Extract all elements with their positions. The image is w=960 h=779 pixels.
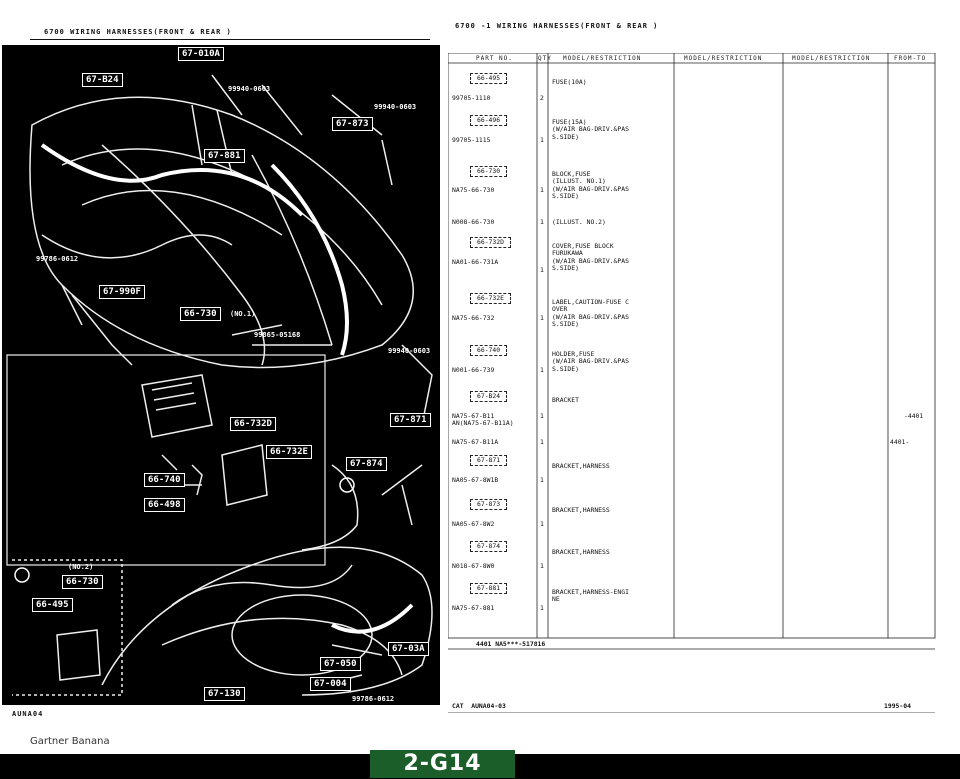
row-ref: 66-496 — [470, 115, 508, 127]
row-desc: HOLDER,FUSE (W/AIR BAG-DRIV.&PAS S.SIDE) — [552, 350, 629, 373]
row-qty: 1 — [540, 366, 544, 374]
ref-box-67-871: 67-871 — [390, 413, 431, 427]
row-qty: 1 — [540, 604, 544, 612]
bolt-label-6: 99786-0612 — [352, 695, 395, 703]
bolt-label-2: 99940-0603 — [374, 103, 417, 111]
row-part-no: 99705-1115 — [452, 136, 491, 144]
row-qty: 2 — [540, 94, 544, 102]
row-ref: 67-881 — [470, 583, 508, 595]
ref-box-66-730: 66-730 — [180, 307, 221, 321]
row-qty: 1 — [540, 476, 544, 484]
row-desc: BRACKET — [552, 396, 579, 404]
row-part-no: NA05-67-8W1B — [452, 476, 499, 484]
row-from-to: 4401- — [890, 438, 910, 446]
ref-box-67-990f: 67-990F — [99, 285, 145, 299]
row-qty: 1 — [540, 520, 544, 528]
row-desc: BRACKET,HARNESS — [552, 462, 610, 470]
table-grid — [448, 53, 936, 713]
row-ref: 66-495 — [470, 73, 508, 85]
illust-no2-label: (NO.2) — [68, 563, 94, 571]
row-part-no: N018-67-8W0 — [452, 562, 495, 570]
row-qty: 1 — [540, 186, 544, 194]
row-desc: (ILLUST. NO.2) — [552, 218, 606, 226]
page-number-badge: 2-G14 — [370, 750, 515, 778]
col-qty: QTY — [538, 55, 552, 62]
ref-box-66-730-no2: 66-730 — [62, 575, 103, 589]
row-part-no: NA75-67-B11 AN(NA75-67-B11A) — [452, 412, 514, 428]
ref-box-67-050: 67-050 — [320, 657, 361, 671]
row-part-no: 99705-1110 — [452, 94, 491, 102]
row-part-no: NA75-66-732 — [452, 314, 495, 322]
footer-credit: Gartner Banana — [30, 736, 110, 747]
col-model-1: MODEL/RESTRICTION — [563, 55, 642, 62]
row-part-no: NA05-67-8W2 — [452, 520, 495, 528]
row-desc: COVER,FUSE BLOCK FURUKAWA (W/AIR BAG-DRI… — [552, 242, 629, 273]
ref-box-66-498: 66-498 — [144, 498, 185, 512]
header-rule — [30, 39, 430, 40]
row-qty: 1 — [540, 218, 544, 226]
issue-date: 1995-04 — [884, 702, 911, 710]
row-part-no: NA75-67-881 — [452, 604, 495, 612]
row-ref: 67-873 — [470, 499, 508, 511]
row-qty: 1 — [540, 562, 544, 570]
row-qty: 1 — [540, 438, 544, 446]
row-desc: FUSE(10A) — [552, 78, 587, 86]
row-desc: BRACKET,HARNESS — [552, 548, 610, 556]
row-desc: BRACKET,HARNESS — [552, 506, 610, 514]
bolt-label-5: 99940-0603 — [388, 347, 431, 355]
ref-box-66-732e: 66-732E — [266, 445, 312, 459]
col-model-3: MODEL/RESTRICTION — [792, 55, 871, 62]
row-ref: 66-730 — [470, 166, 508, 178]
ref-box-67-874: 67-874 — [346, 457, 387, 471]
bolt-label-4: 99865-05168 — [254, 331, 301, 339]
ref-box-67-881: 67-881 — [204, 149, 245, 163]
ref-box-66-740: 66-740 — [144, 473, 185, 487]
row-from-to: -4401 — [904, 412, 924, 420]
catalog-code-right: CAT AUNA04-03 — [452, 702, 506, 710]
row-part-no: N008-66-730 — [452, 218, 495, 226]
col-model-2: MODEL/RESTRICTION — [684, 55, 763, 62]
row-ref: 67-871 — [470, 455, 508, 467]
ref-box-67-03a: 67-03A — [388, 642, 429, 656]
left-page-header: 6700 WIRING HARNESSES(FRONT & REAR ) — [44, 28, 232, 36]
row-desc: LABEL,CAUTION-FUSE C OVER (W/AIR BAG-DRI… — [552, 298, 629, 329]
row-part-no: NA75-67-B11A — [452, 438, 499, 446]
illust-no1-label: (NO.1) — [230, 310, 256, 318]
row-part-no: NA01-66-731A — [452, 258, 499, 266]
row-ref: 66-732D — [470, 237, 511, 249]
col-from-to: FROM-TO — [894, 55, 927, 62]
row-qty: 1 — [540, 266, 544, 274]
row-desc: BLOCK,FUSE (ILLUST. NO.1) (W/AIR BAG-DRI… — [552, 170, 629, 201]
parts-table: PART NO. QTY MODEL/RESTRICTION MODEL/RES… — [448, 53, 936, 713]
wiring-diagram: 67-010A 67-B24 67-873 67-881 67-990F 66-… — [2, 45, 440, 705]
row-qty: 1 — [540, 412, 544, 420]
ref-box-67-b24: 67-B24 — [82, 73, 123, 87]
row-ref: 66-732E — [470, 293, 511, 305]
diagram-lines — [6, 74, 433, 696]
ref-box-66-495: 66-495 — [32, 598, 73, 612]
ref-box-67-004: 67-004 — [310, 677, 351, 691]
ref-box-67-130: 67-130 — [204, 687, 245, 701]
row-ref: 67-874 — [470, 541, 508, 553]
catalog-code-left: AUNA04 — [12, 710, 44, 718]
col-part-no: PART NO. — [476, 55, 513, 62]
ref-box-66-732d: 66-732D — [230, 417, 276, 431]
row-qty: 1 — [540, 314, 544, 322]
row-part-no: NA75-66-730 — [452, 186, 495, 194]
row-ref: 66-740 — [470, 345, 508, 357]
row-desc: BRACKET,HARNESS-ENGI NE — [552, 588, 629, 604]
row-ref: 67-B24 — [470, 391, 508, 403]
bolt-label-1: 99940-0603 — [228, 85, 271, 93]
row-desc: FUSE(15A) (W/AIR BAG-DRIV.&PAS S.SIDE) — [552, 118, 629, 141]
bolt-label-3: 99786-0612 — [36, 255, 79, 263]
right-page-header: 6700 -1 WIRING HARNESSES(FRONT & REAR ) — [455, 22, 659, 30]
ref-box-67-873: 67-873 — [332, 117, 373, 131]
row-part-no: N001-66-739 — [452, 366, 495, 374]
ref-box-67-010a: 67-010A — [178, 47, 224, 61]
row-qty: 1 — [540, 136, 544, 144]
serial-note: 4401 NA5***-517816 — [476, 640, 546, 648]
